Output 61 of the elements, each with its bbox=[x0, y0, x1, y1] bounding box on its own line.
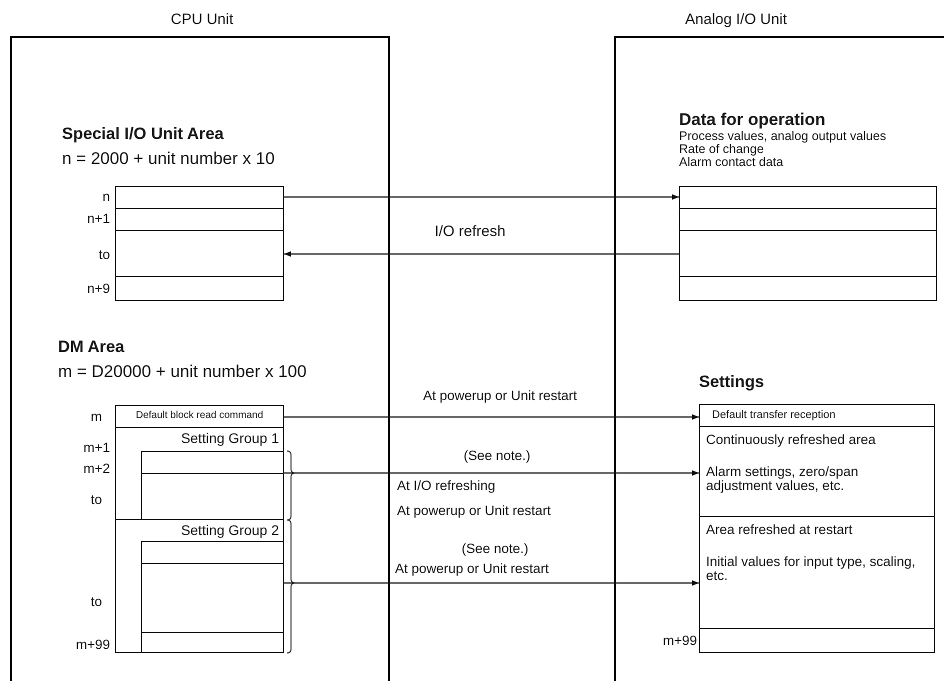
address-label: n bbox=[102, 189, 110, 204]
section-heading: DM Area bbox=[58, 337, 126, 357]
memory-row bbox=[679, 230, 937, 277]
address-label: m+1 bbox=[83, 440, 110, 455]
memory-row bbox=[141, 541, 284, 564]
unit-title: Analog I/O Unit bbox=[684, 11, 788, 28]
address-label: m+2 bbox=[83, 461, 110, 476]
memory-row bbox=[141, 451, 284, 474]
edge-label: At powerup or Unit restart bbox=[422, 388, 578, 403]
memory-row bbox=[699, 628, 935, 653]
edge-label: At powerup or Unit restart bbox=[395, 561, 549, 576]
section-heading: Special I/O Unit Area bbox=[62, 124, 225, 144]
setting-group bbox=[115, 427, 284, 520]
list-item: Process values, analog output values bbox=[679, 130, 886, 143]
condition-note: At I/O refreshing bbox=[397, 478, 496, 493]
arrow bbox=[284, 580, 699, 586]
memory-row bbox=[699, 426, 935, 517]
memory-row bbox=[679, 276, 937, 301]
address-formula: n = 2000 + unit number x 10 bbox=[62, 148, 275, 170]
memory-row bbox=[699, 404, 935, 427]
group-label: Setting Group 1 bbox=[180, 430, 279, 446]
address-label: m+99 bbox=[76, 637, 110, 652]
address-label: to bbox=[90, 492, 102, 507]
edge-label: (See note.) bbox=[462, 448, 532, 463]
address-label: n+1 bbox=[87, 211, 110, 226]
memory-row bbox=[115, 208, 284, 231]
memory-table bbox=[60, 124, 286, 301]
row-text: Default transfer reception bbox=[712, 409, 836, 421]
memory-table bbox=[699, 372, 937, 653]
edge-label: I/O refresh bbox=[434, 223, 506, 240]
list-item: Rate of change bbox=[679, 143, 765, 156]
memory-row bbox=[115, 405, 284, 428]
list-item: Alarm contact data bbox=[679, 156, 784, 169]
section-heading: Settings bbox=[699, 372, 764, 392]
memory-row bbox=[115, 230, 284, 277]
section-heading: Data for operation bbox=[679, 110, 826, 130]
address-label: m+99 bbox=[662, 633, 697, 648]
address-label: to bbox=[98, 247, 110, 262]
unit-title: CPU Unit bbox=[170, 11, 234, 28]
address-label: m bbox=[90, 409, 102, 424]
memory-row bbox=[679, 208, 937, 231]
area-heading: Continuously refreshed area bbox=[706, 433, 877, 447]
group-label: Setting Group 2 bbox=[180, 522, 279, 538]
setting-group bbox=[115, 519, 284, 653]
memory-row bbox=[115, 276, 284, 301]
memory-row bbox=[699, 516, 935, 629]
address-label: n+9 bbox=[87, 281, 110, 296]
arrow bbox=[284, 194, 679, 200]
area-description: Initial values for input type, scaling, etc. bbox=[706, 555, 916, 583]
address-formula: m = D20000 + unit number x 100 bbox=[58, 361, 307, 383]
arrow bbox=[284, 251, 679, 257]
row-text: Default block read command bbox=[134, 410, 264, 421]
address-label: to bbox=[90, 594, 102, 609]
memory-row bbox=[115, 186, 284, 209]
memory-row bbox=[679, 186, 937, 209]
area-heading: Area refreshed at restart bbox=[706, 523, 854, 537]
condition-note: At powerup or Unit restart bbox=[397, 503, 551, 518]
arrow bbox=[284, 470, 699, 476]
area-description: Alarm settings, zero/span adjustment values, etc. bbox=[706, 465, 860, 493]
condition-note: (See note.) bbox=[460, 541, 530, 556]
arrow bbox=[284, 414, 699, 420]
